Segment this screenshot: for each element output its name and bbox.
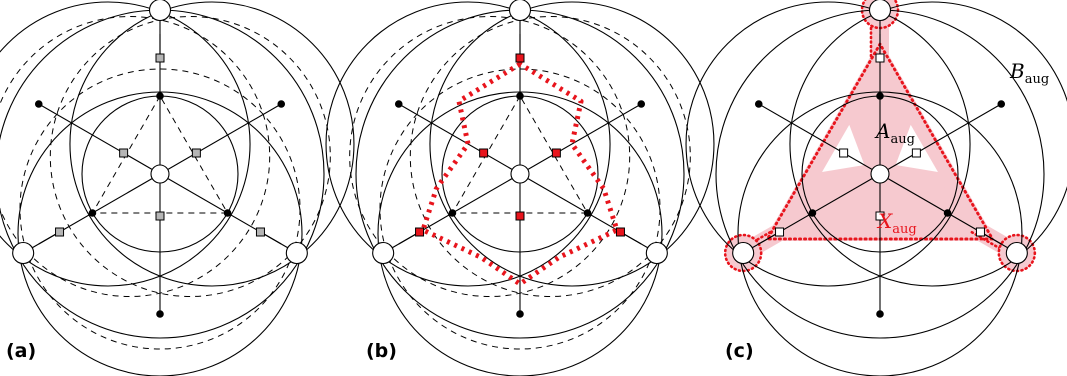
dot-vertex-5: [516, 310, 524, 318]
label-a-aug-main: A: [874, 119, 890, 143]
dashed-circle-1: [409, 16, 691, 297]
spoke-30: [879, 103, 1002, 175]
dot-vertex-3: [997, 100, 1006, 108]
lobe-circle-1: [789, 1, 1067, 287]
label-x-aug-main: X: [876, 209, 893, 233]
apex-vertex-0: [508, 0, 532, 22]
square-vertex-5: [155, 211, 165, 221]
lobe-circle-1: [69, 1, 355, 287]
dot-vertex-0: [876, 92, 884, 100]
dot-vertex-5: [156, 310, 164, 318]
dot-vertex-0: [516, 92, 524, 100]
square-vertex-0: [875, 53, 885, 63]
dot-vertex-2: [223, 209, 232, 217]
center-vertex: [150, 164, 170, 184]
apex-vertex-0: [868, 0, 892, 22]
dot-vertex-0: [156, 92, 164, 100]
square-vertex-4: [119, 148, 129, 158]
lobe-circle-2: [0, 1, 251, 287]
spoke-30: [519, 103, 642, 175]
label-x-aug: Xaug: [876, 209, 917, 237]
center-vertex: [870, 164, 890, 184]
dot-vertex-1: [88, 209, 97, 217]
apex-vertex-1: [12, 241, 35, 265]
square-vertex-2: [255, 227, 265, 237]
dot-vertex-3: [637, 100, 646, 108]
lobe-circle-1: [429, 1, 715, 287]
x-aug-gap-0: [822, 124, 865, 172]
dashed-edges: [0, 16, 331, 350]
x-aug-gap-1: [895, 124, 938, 172]
square-vertex-0: [155, 53, 165, 63]
lobe-circle-2: [325, 1, 611, 287]
dot-vertex-4: [34, 100, 43, 108]
label-a-aug: Aaug: [874, 119, 915, 147]
lobe-circle-2: [685, 1, 971, 287]
apex-vertex-2: [645, 241, 668, 265]
square-vertex-3: [551, 148, 561, 158]
panel-a: [0, 0, 355, 376]
boundary-dots-1: [732, 230, 772, 255]
panel-b: [325, 0, 715, 376]
label-b-aug: Baug: [1009, 59, 1049, 87]
dashed-circle-0: [19, 68, 301, 350]
apex-vertex-2: [1005, 241, 1028, 265]
square-vertex-2: [615, 227, 625, 237]
square-vertex-1: [415, 227, 425, 237]
square-vertex-4: [839, 148, 849, 158]
dot-vertex-4: [394, 100, 403, 108]
apex-vertex-0: [148, 0, 172, 22]
square-vertex-4: [479, 148, 489, 158]
caption-a: (a): [6, 340, 37, 362]
vertices: [372, 0, 668, 318]
square-vertex-0: [515, 53, 525, 63]
panel-c: [685, 0, 1067, 376]
vertices: [12, 0, 308, 318]
caption-c: (c): [725, 340, 754, 362]
caption-b: (b): [366, 340, 397, 362]
square-vertex-3: [911, 148, 921, 158]
square-vertex-1: [775, 227, 785, 237]
square-vertex-1: [55, 227, 65, 237]
square-vertex-3: [191, 148, 201, 158]
dot-vertex-2: [583, 209, 592, 217]
dot-vertex-1: [448, 209, 457, 217]
square-vertex-5: [515, 211, 525, 221]
dot-vertex-2: [943, 209, 952, 217]
label-b-aug-sub: aug: [1025, 72, 1049, 87]
spoke-150: [38, 103, 161, 175]
dashed-circle-1: [49, 16, 331, 297]
label-b-aug-main: B: [1009, 59, 1025, 83]
label-x-aug-sub: aug: [892, 222, 916, 237]
spoke-150: [398, 103, 521, 175]
dot-vertex-5: [876, 310, 884, 318]
spoke-150: [758, 103, 881, 175]
center-vertex: [510, 164, 530, 184]
dot-vertex-4: [754, 100, 763, 108]
dot-vertex-1: [808, 209, 817, 217]
apex-vertex-1: [372, 241, 395, 265]
spoke-30: [159, 103, 282, 175]
dashed-circle-0: [379, 68, 661, 350]
label-a-aug-sub: aug: [890, 132, 914, 147]
square-vertex-5: [875, 211, 885, 221]
apex-vertex-1: [732, 241, 755, 265]
dot-vertex-3: [277, 100, 286, 108]
vertices: [732, 0, 1028, 318]
dashed-circle-2: [0, 16, 271, 297]
dashed-circle-2: [349, 16, 631, 297]
apex-vertex-2: [285, 241, 308, 265]
square-vertex-2: [975, 227, 985, 237]
